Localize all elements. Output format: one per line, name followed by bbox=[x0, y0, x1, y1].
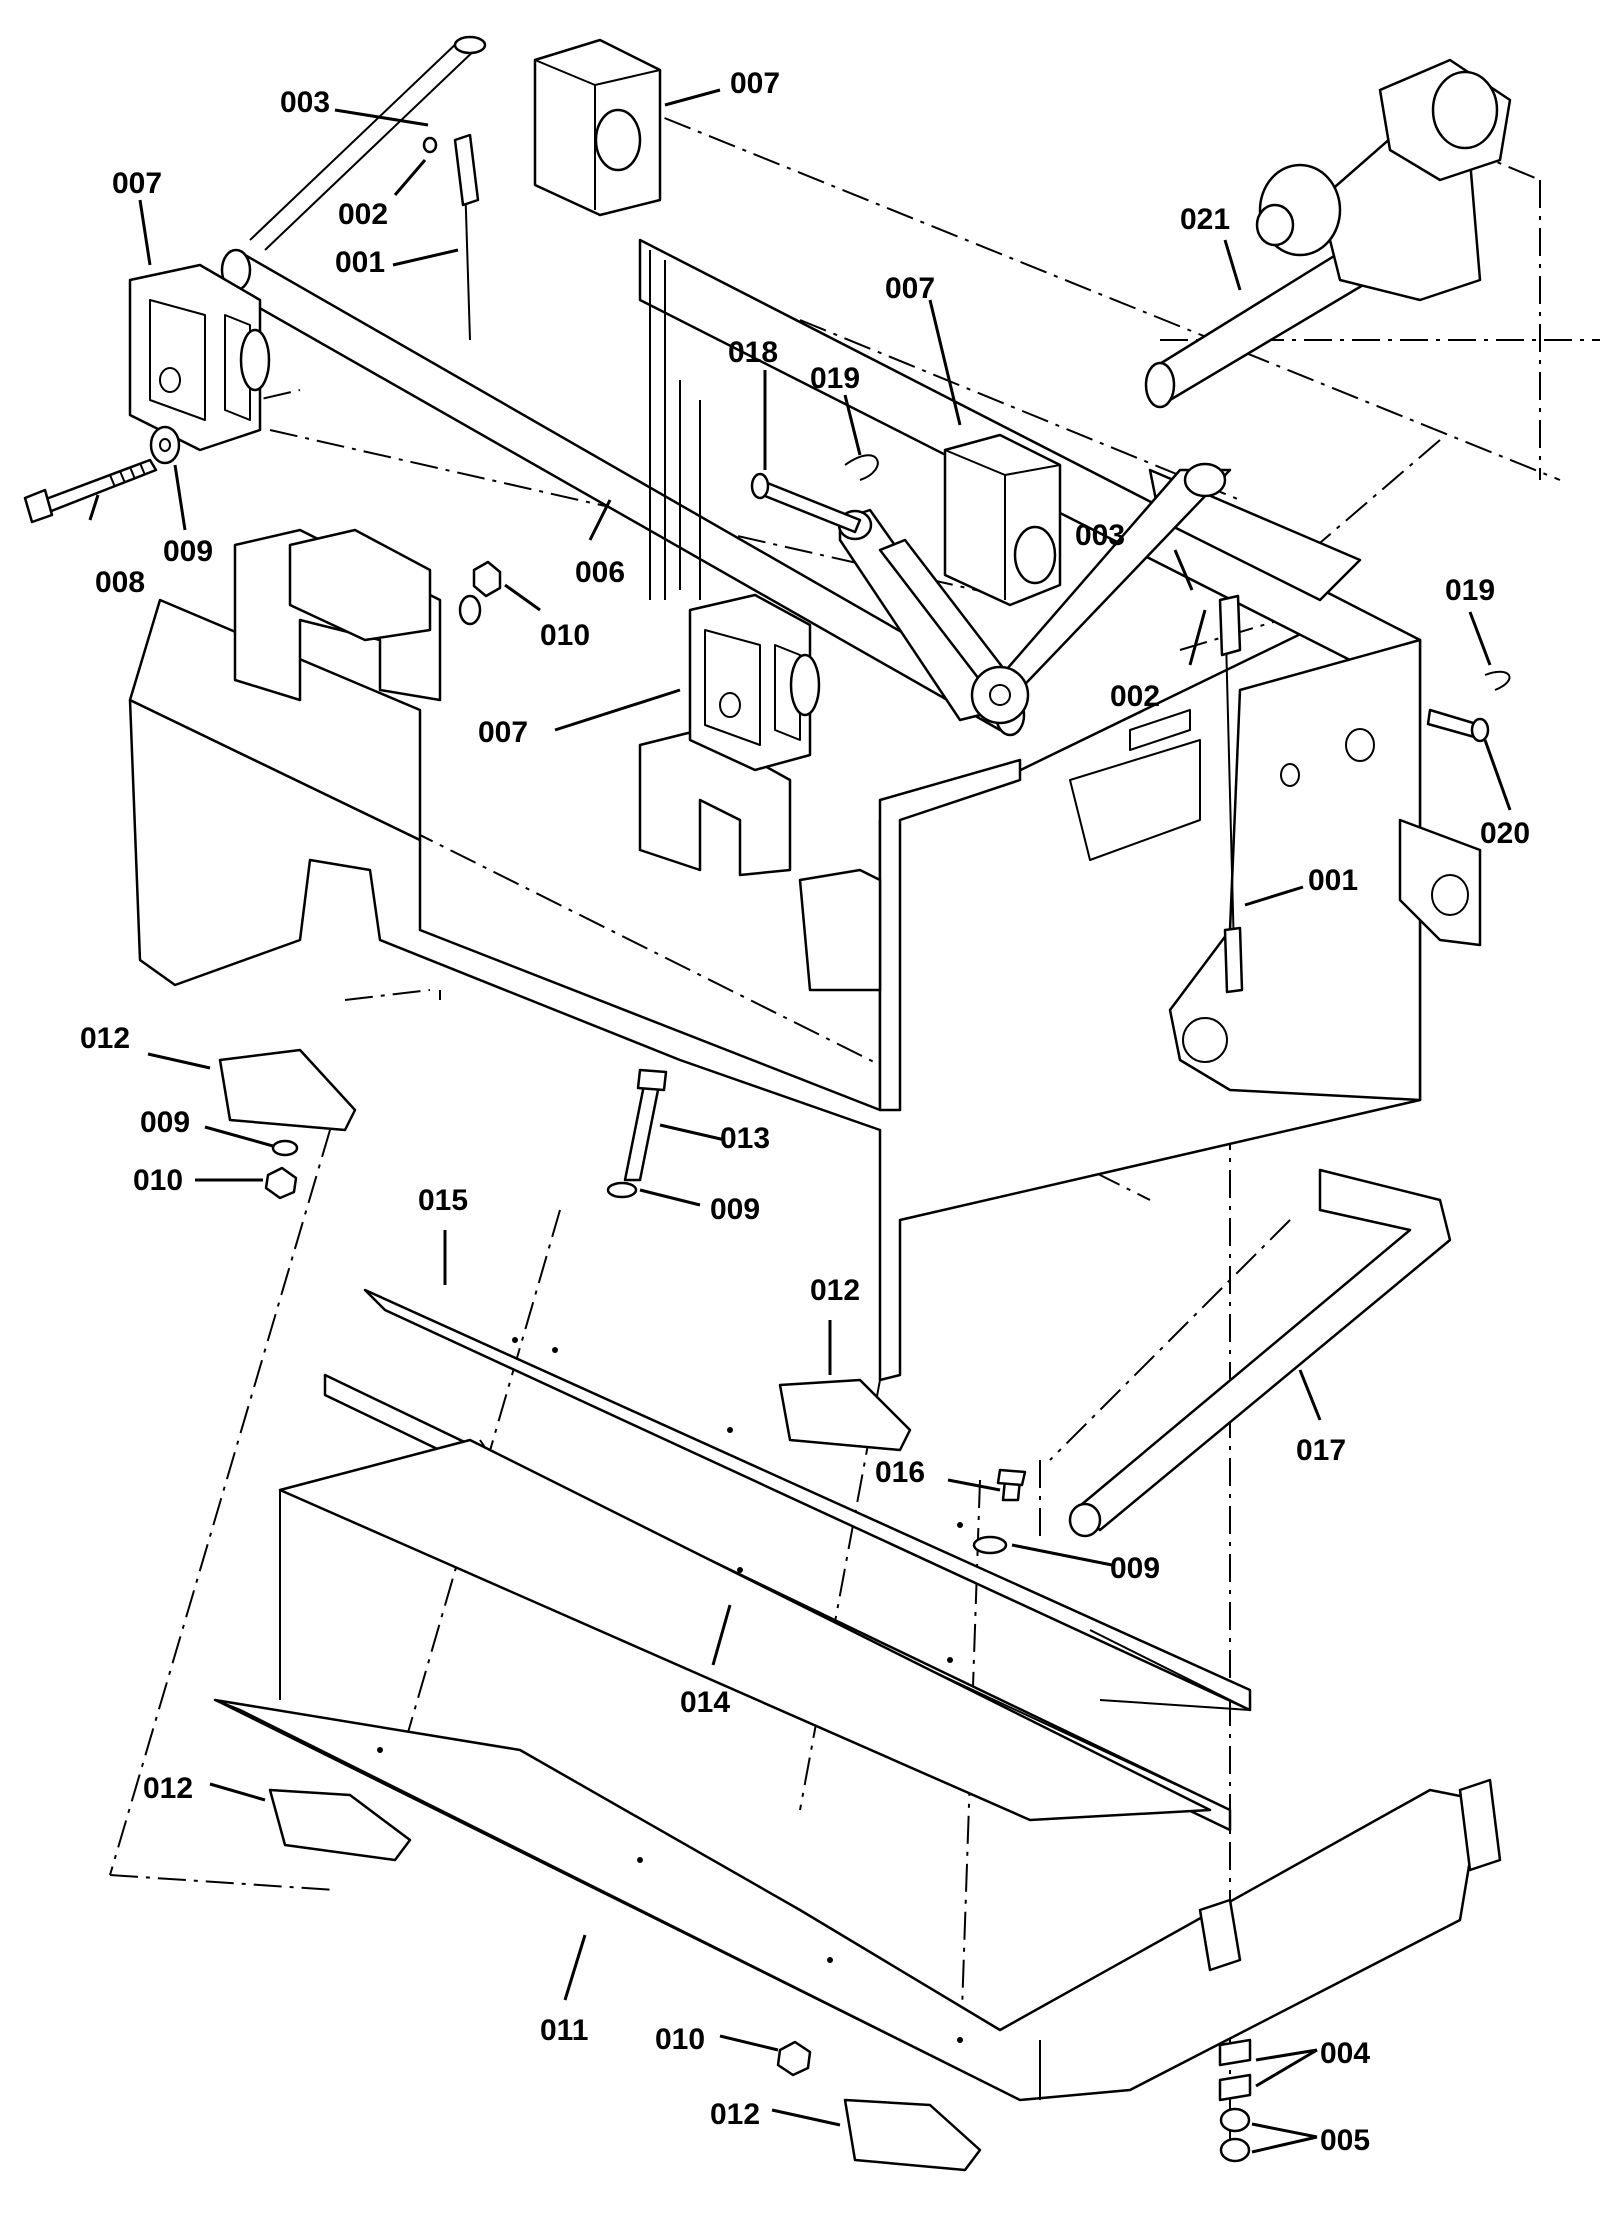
callout-009-low-left: 009 bbox=[140, 1106, 190, 1139]
bearing-block-007-center bbox=[688, 593, 821, 772]
small-hardware bbox=[23, 133, 1511, 2163]
callout-010-bottom: 010 bbox=[655, 2023, 705, 2056]
callout-009-left: 009 bbox=[163, 535, 213, 568]
callout-021: 021 bbox=[1180, 203, 1230, 236]
callout-016: 016 bbox=[875, 1456, 925, 1489]
callout-019-right: 019 bbox=[1445, 574, 1495, 607]
callout-001-right: 001 bbox=[1308, 864, 1358, 897]
callout-labels: 003 007 007 002 001 021 007 018 019 008 … bbox=[80, 67, 1530, 2157]
callout-010-top: 010 bbox=[540, 619, 590, 652]
callout-012-center: 012 bbox=[810, 1274, 860, 1307]
callout-009-center: 009 bbox=[710, 1193, 760, 1226]
callout-009-right: 009 bbox=[1110, 1552, 1160, 1585]
callout-001-top: 001 bbox=[335, 246, 385, 279]
cross-shaft-006 bbox=[220, 35, 1026, 737]
callout-014: 014 bbox=[680, 1686, 730, 1719]
plate-014 bbox=[278, 1373, 1251, 1832]
callout-005: 005 bbox=[1320, 2124, 1370, 2157]
guide-012-bottom bbox=[843, 2098, 982, 2172]
bearing-block-007-top bbox=[533, 38, 662, 217]
callout-002-right: 002 bbox=[1110, 680, 1160, 713]
callout-017: 017 bbox=[1296, 1434, 1346, 1467]
callout-015: 015 bbox=[418, 1184, 468, 1217]
callout-006: 006 bbox=[575, 556, 625, 589]
bearing-block-007-mid bbox=[943, 433, 1062, 607]
callout-012-bottom: 012 bbox=[710, 2098, 760, 2131]
callout-018: 018 bbox=[728, 336, 778, 369]
callout-007-left: 007 bbox=[112, 167, 162, 200]
callout-003-right: 003 bbox=[1075, 519, 1125, 552]
callout-008: 008 bbox=[95, 566, 145, 599]
guide-012-low bbox=[268, 1788, 412, 1862]
callout-011: 011 bbox=[540, 2014, 588, 2047]
leader-lines bbox=[88, 88, 1512, 2154]
callout-002-top: 002 bbox=[338, 198, 388, 231]
plate-011 bbox=[213, 1698, 1502, 2102]
guide-012-center bbox=[778, 1378, 912, 1452]
callout-007-center: 007 bbox=[478, 716, 528, 749]
callout-010-low-left: 010 bbox=[133, 1164, 183, 1197]
callout-007-mid: 007 bbox=[885, 272, 935, 305]
main-frame bbox=[128, 238, 1482, 1382]
lift-arm-assembly bbox=[837, 462, 1232, 725]
callout-004: 004 bbox=[1320, 2037, 1370, 2070]
rod-017 bbox=[1068, 1168, 1452, 1538]
callout-013: 013 bbox=[720, 1122, 770, 1155]
callout-019-top: 019 bbox=[810, 362, 860, 395]
linear-actuator-021 bbox=[1144, 58, 1512, 409]
callout-012-low: 012 bbox=[143, 1772, 193, 1805]
callout-012-left: 012 bbox=[80, 1022, 130, 1055]
callout-003-top: 003 bbox=[280, 86, 330, 119]
guide-012-left bbox=[218, 1048, 357, 1132]
bearing-block-007-left bbox=[128, 263, 271, 452]
callout-020: 020 bbox=[1480, 817, 1530, 850]
callout-007-top: 007 bbox=[730, 67, 780, 100]
